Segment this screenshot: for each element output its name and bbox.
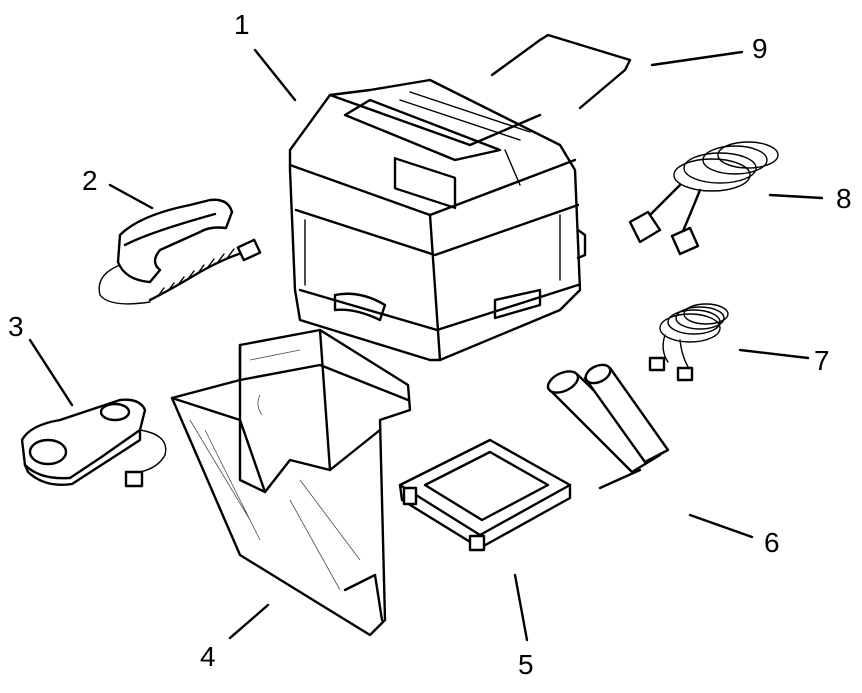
- wire-guide-icon: [490, 33, 632, 110]
- tray-holder-icon: [398, 438, 572, 552]
- callout-4: 4: [200, 641, 216, 672]
- callout-8: 8: [836, 183, 852, 214]
- callout-9: 9: [752, 33, 768, 64]
- leader-line-9: [650, 50, 744, 67]
- leader-line-5: [513, 573, 529, 642]
- callout-3: 3: [8, 311, 24, 342]
- leader-line-4: [228, 603, 270, 640]
- callout-2: 2: [82, 165, 98, 196]
- leader-line-8: [768, 193, 824, 200]
- fax-machine-icon: [288, 78, 587, 362]
- leader-line-7: [738, 348, 810, 360]
- callout-5: 5: [518, 649, 534, 680]
- handset-icon: [98, 198, 262, 305]
- leader-lines: [28, 48, 824, 642]
- power-cord-icon: [628, 141, 779, 256]
- callout-1: 1: [234, 9, 250, 40]
- leader-line-6: [688, 513, 754, 539]
- ink-rolls-icon: [546, 363, 670, 490]
- leader-line-2: [108, 183, 154, 210]
- leader-line-1: [253, 48, 297, 102]
- document-tray-icon: [170, 328, 412, 637]
- leader-line-3: [28, 338, 74, 407]
- callout-6: 6: [764, 527, 780, 558]
- callout-7: 7: [814, 345, 830, 376]
- handset-cradle-icon: [20, 398, 167, 488]
- telephone-cord-icon: [648, 303, 729, 382]
